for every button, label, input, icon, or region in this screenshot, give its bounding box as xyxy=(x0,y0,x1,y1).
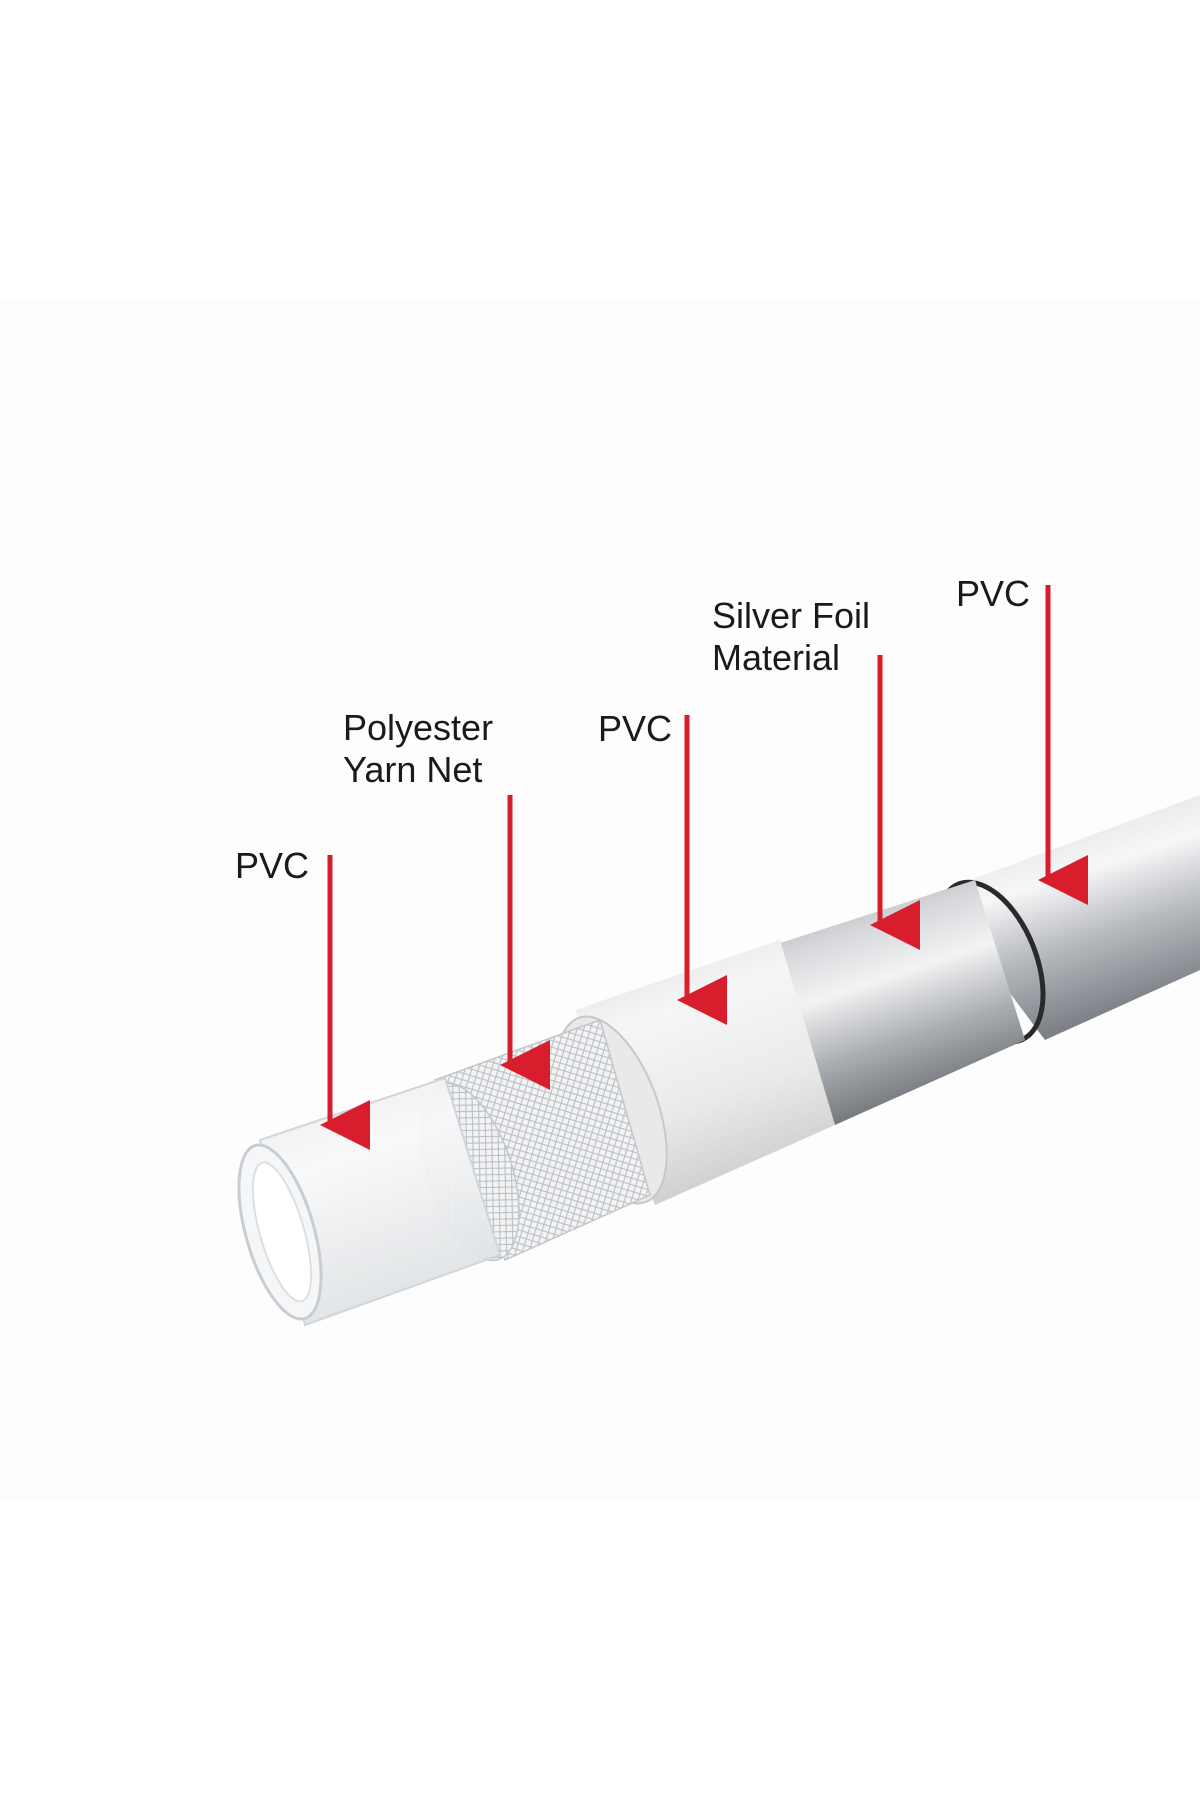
label-foil: Silver Foil Material xyxy=(712,595,870,679)
label-outer-pvc: PVC xyxy=(956,573,1031,614)
hose-body xyxy=(237,795,1200,1327)
silver-foil-layer xyxy=(765,880,1025,1125)
label-inner-pvc: PVC xyxy=(235,845,310,886)
label-foil-line2: Material xyxy=(712,637,841,678)
label-foil-line1: Silver Foil xyxy=(712,595,871,636)
label-yarn-net-line1: Polyester xyxy=(343,707,494,748)
callout-arrows xyxy=(320,585,1088,1150)
label-yarn-net: Polyester Yarn Net xyxy=(343,707,493,791)
label-yarn-net-line2: Yarn Net xyxy=(343,749,483,790)
inner-pvc-bore xyxy=(251,1161,313,1303)
label-middle-pvc: PVC xyxy=(598,708,673,749)
